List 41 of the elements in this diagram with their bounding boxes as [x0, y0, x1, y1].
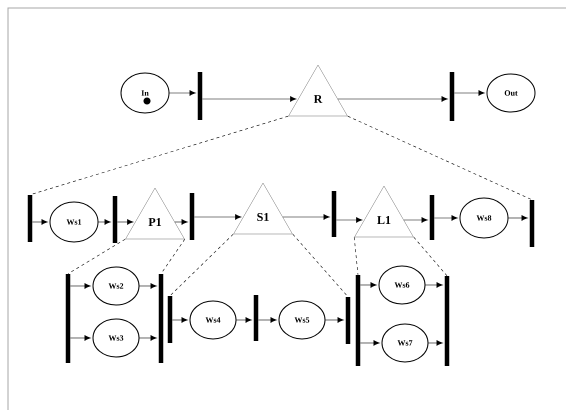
expansion-line — [414, 236, 448, 276]
triangle-node: S1 — [233, 182, 293, 234]
arrow — [98, 219, 111, 225]
arrow — [336, 217, 362, 223]
arrow — [70, 335, 91, 341]
arrow — [139, 335, 157, 341]
triangle-node: R — [288, 64, 348, 116]
arrow — [194, 214, 242, 220]
arrow — [139, 283, 157, 289]
transition-bar — [28, 195, 32, 242]
arrow — [428, 340, 443, 346]
transition-bar — [66, 274, 70, 363]
expansion-line — [170, 234, 234, 296]
expansion-line — [30, 116, 288, 196]
expansion-line — [348, 116, 532, 200]
expansion-line — [68, 238, 126, 274]
arrow — [434, 215, 458, 221]
arrow — [508, 215, 528, 221]
arrow — [360, 340, 380, 346]
arrow — [117, 219, 134, 225]
arrow — [258, 317, 277, 323]
triangle-node: L1 — [354, 186, 414, 238]
arrow — [70, 283, 91, 289]
arrow — [454, 90, 485, 96]
arrow — [360, 282, 377, 288]
arrow — [425, 282, 443, 288]
arrow — [169, 90, 196, 96]
arrow — [325, 317, 344, 323]
triangle-node: P1 — [125, 188, 185, 240]
arrow — [282, 214, 330, 220]
arrow — [202, 96, 296, 102]
arrow — [338, 96, 448, 102]
arrow — [236, 317, 252, 323]
transition-bar — [168, 296, 172, 343]
transition-bar — [356, 275, 360, 366]
expansion-line — [354, 236, 358, 276]
arrow — [404, 217, 428, 223]
arrow — [174, 219, 188, 225]
arrow — [32, 219, 48, 225]
expansion-line — [292, 234, 348, 298]
arrow — [172, 317, 188, 323]
